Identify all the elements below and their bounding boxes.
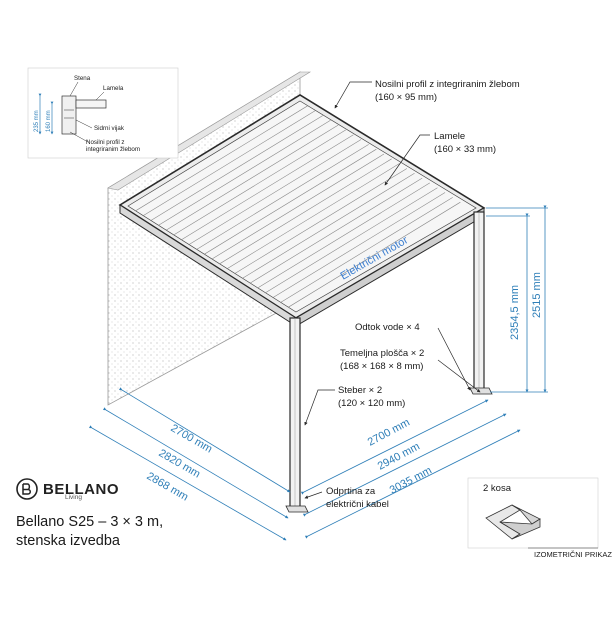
height-inner-label: 2354,5 mm: [509, 285, 521, 340]
product-title-line-1: Bellano S25 – 3 × 3 m,: [16, 514, 164, 530]
bellano-mark-icon: [16, 478, 38, 500]
lamele-label: Lamele: [434, 131, 465, 142]
lamella-line: [204, 148, 377, 255]
temeljna-dim-label: (168 × 168 × 8 mm): [340, 361, 423, 372]
isometric-view-tag: IZOMETRIČNI PRIKAZ: [534, 550, 612, 559]
odtok-label: Odtok vode × 4: [355, 322, 420, 333]
left-dim-2: 2820 mm: [157, 447, 203, 480]
lamella-line: [257, 182, 430, 289]
lamella-line: [227, 163, 400, 269]
right-dim-1: 2700 mm: [366, 417, 412, 449]
odprtina-label: Odprtina za: [326, 486, 376, 497]
callout-leaders: [304, 81, 481, 499]
lamella-line: [234, 168, 408, 274]
lamella-line: [150, 115, 324, 221]
lamella-line: [250, 177, 423, 284]
brand-sub: Living: [65, 494, 82, 501]
lamella-line: [265, 187, 438, 293]
inset-sidrni-vijak-label: Sidrni vijak: [94, 125, 125, 132]
lamella-line: [181, 134, 354, 240]
inset-stena-label: Stena: [74, 75, 91, 82]
lamele-dim-label: (160 × 33 mm): [434, 144, 496, 155]
lamella-line: [173, 129, 346, 236]
corner-piece-detail: [467, 477, 599, 549]
lamella-line: [196, 144, 369, 250]
kosa-label: 2 kosa: [483, 483, 512, 494]
left-dim-3: 2868 mm: [145, 470, 191, 503]
steber-label: Steber × 2: [338, 385, 382, 396]
product-title-line-2: stenska izvedba: [16, 533, 120, 549]
lamella-line: [219, 158, 392, 265]
left-dimension-lines: [88, 387, 291, 541]
steber-dim-label: (120 × 120 mm): [338, 398, 405, 409]
inset-dim-160: 160 mm: [46, 110, 52, 132]
nosilni-profil-label: Nosilni profil z integriranim žlebom: [375, 79, 520, 90]
lamella-line: [272, 192, 446, 298]
lamella-line: [166, 124, 339, 231]
lamella-line: [158, 120, 331, 226]
right-dimension-lines: [300, 399, 521, 539]
lamella-line: [211, 153, 385, 260]
inset-nosilni-profil-label-2: integriranim žlebom: [86, 146, 140, 153]
lamella-line: [288, 201, 461, 308]
nosilni-profil-dim-label: (160 × 95 mm): [375, 92, 437, 103]
inset-lamela-label: Lamela: [103, 85, 124, 92]
height-outer-label: 2515 mm: [531, 272, 543, 318]
roof-lamellas: [118, 94, 486, 327]
lamella-line: [242, 173, 415, 279]
inset-detail: [27, 67, 179, 159]
height-dimension-lines: [486, 205, 548, 393]
lamella-line: [188, 139, 362, 245]
product-title: Bellano S25 – 3 × 3 m, stenska izvedba: [16, 513, 236, 551]
left-dim-1: 2700 mm: [169, 422, 215, 455]
brand-name: BELLANO: [43, 480, 119, 498]
lamella-line: [280, 197, 453, 303]
temeljna-label: Temeljna plošča × 2: [340, 348, 424, 359]
inset-dim-235: 235 mm: [34, 110, 40, 132]
inset-nosilni-profil-label: Nosilni profil z: [86, 139, 125, 146]
odprtina-label-2: električni kabel: [326, 499, 389, 510]
lamella-line: [135, 105, 308, 212]
brand-logo: BELLANO: [16, 478, 119, 500]
lamella-line: [143, 110, 316, 216]
